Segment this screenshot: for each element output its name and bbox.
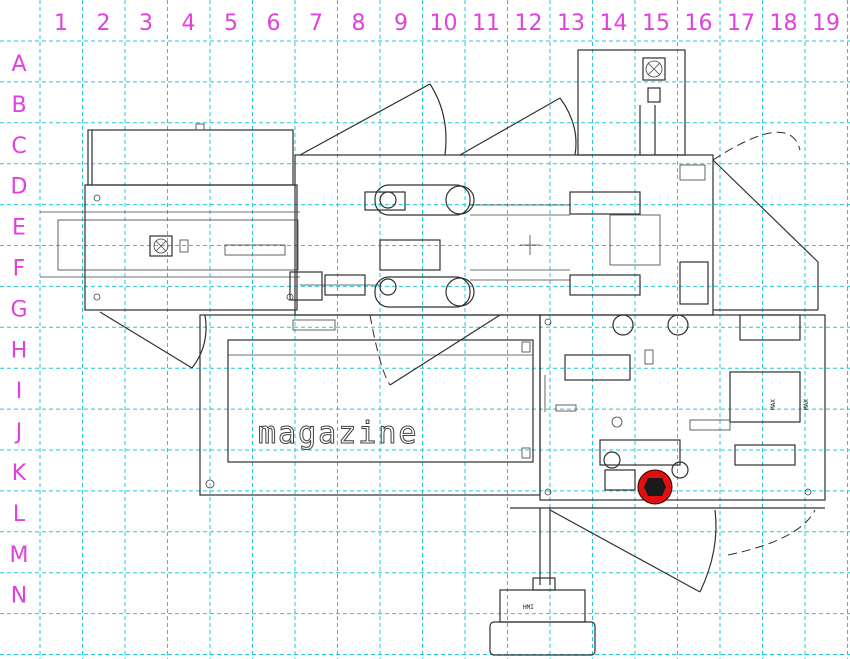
column-label: 17 [727, 11, 755, 36]
column-label: 2 [97, 11, 111, 36]
top-enclosure [577, 49, 686, 156]
red-circle-marker [637, 469, 673, 505]
right-lower-frame [539, 314, 826, 501]
left-fan-box [149, 235, 173, 257]
magazine-frame [199, 314, 541, 496]
row-label: A [11, 52, 26, 77]
left-cover [87, 129, 294, 186]
column-label: 11 [472, 11, 500, 36]
left-frame [84, 184, 298, 311]
magazine-box [227, 339, 534, 463]
fan-box [642, 57, 666, 81]
row-label: H [11, 338, 28, 363]
row-label: K [12, 461, 27, 486]
column-label: 18 [770, 11, 798, 36]
row-label: B [11, 93, 26, 118]
row-label: L [13, 502, 26, 527]
machine-outline: magazine MAX MAX [40, 49, 826, 656]
column-label: 13 [557, 11, 585, 36]
max-box [729, 371, 801, 423]
row-label: D [11, 175, 28, 200]
column-label: 10 [430, 11, 458, 36]
row-label: E [12, 216, 26, 241]
column-label: 14 [600, 11, 628, 36]
column-label: 12 [515, 11, 543, 36]
column-label: 7 [309, 11, 323, 36]
row-label: I [16, 379, 23, 404]
magazine-label: magazine [258, 416, 419, 451]
column-label: 16 [685, 11, 713, 36]
row-label: F [13, 257, 26, 282]
row-label: N [11, 584, 27, 609]
row-label: G [10, 297, 27, 322]
hmi-label: HMI [523, 604, 534, 611]
column-label: 19 [812, 11, 840, 36]
hmi-panel [499, 589, 586, 623]
column-label: 6 [267, 11, 281, 36]
column-label: 5 [224, 11, 238, 36]
max-label: MAX [770, 399, 777, 410]
column-label: 1 [54, 11, 68, 36]
row-label: C [11, 134, 26, 159]
column-label: 9 [394, 11, 408, 36]
main-frame [294, 154, 714, 316]
column-label: 8 [352, 11, 366, 36]
column-label: 3 [139, 11, 153, 36]
row-label: M [10, 543, 29, 568]
row-label: J [14, 420, 23, 445]
max-label-2: MAX [803, 399, 810, 410]
fan-icon [645, 60, 663, 78]
column-label: 4 [182, 11, 196, 36]
column-label: 15 [642, 11, 670, 36]
